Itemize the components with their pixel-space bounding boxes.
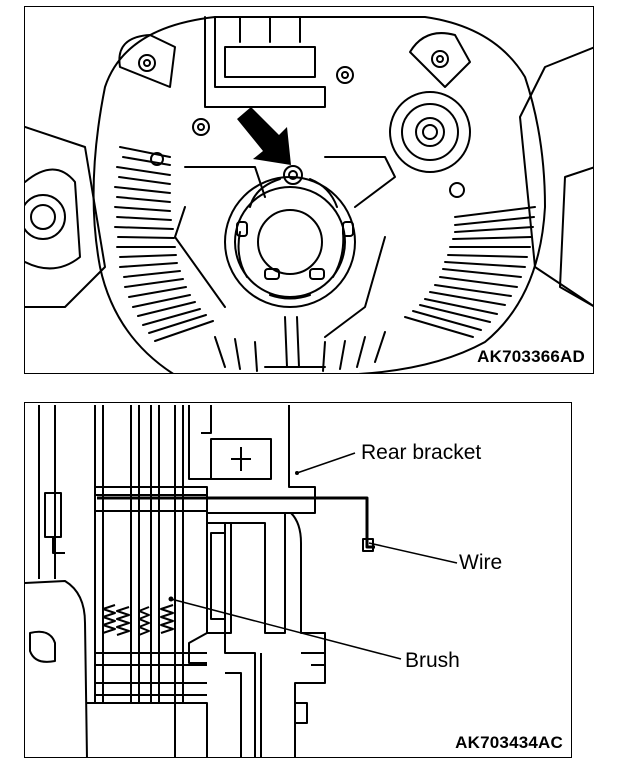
figure-bottom-panel: Rear bracket Wire Brush AK703434AC — [24, 402, 572, 758]
figure-code-bottom: AK703434AC — [455, 733, 563, 752]
brush-label: Brush — [405, 649, 460, 672]
alternator-rear-view-drawing — [25, 16, 593, 373]
wire-label: Wire — [459, 551, 503, 574]
brush-wire-cross-section-drawing — [25, 405, 458, 757]
rear-bracket-label: Rear bracket — [361, 441, 482, 464]
figure-code-top: AK703366AD — [477, 347, 585, 366]
figure-top-panel: AK703366AD — [24, 6, 594, 374]
pointer-arrow-icon — [237, 107, 291, 165]
